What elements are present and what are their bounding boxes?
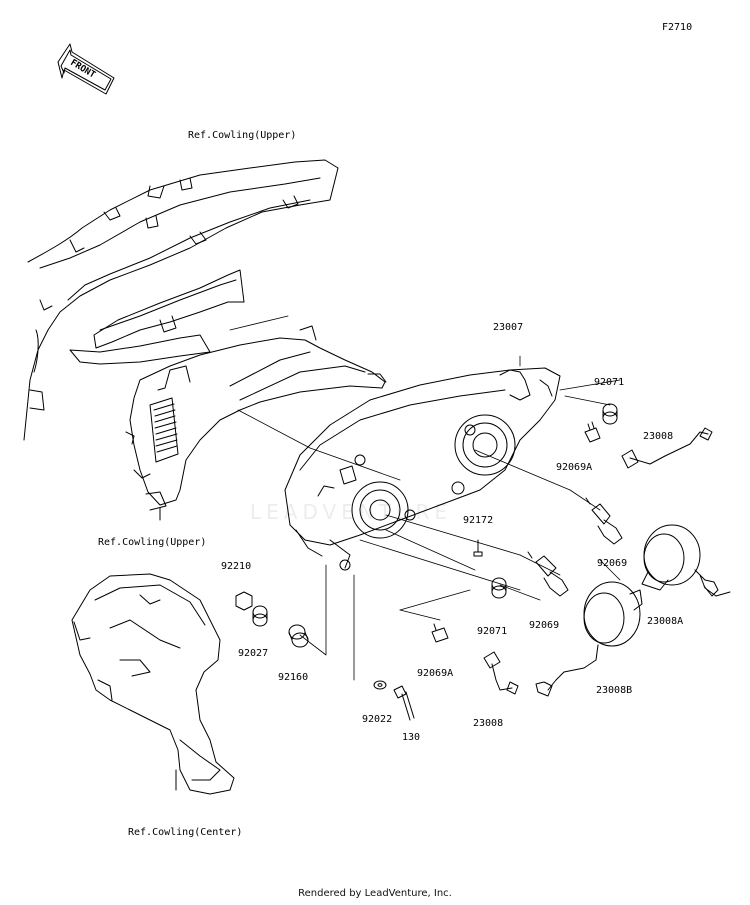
collar-92027 xyxy=(252,605,268,627)
socket-23008-top xyxy=(621,427,713,469)
label-23008A[interactable]: 23008A xyxy=(647,616,684,627)
label-92160[interactable]: 92160 xyxy=(278,672,309,683)
label-92022[interactable]: 92022 xyxy=(362,714,393,725)
leader-lines xyxy=(229,315,621,681)
label-23008B[interactable]: 23008B xyxy=(596,685,633,696)
grommet-92071-mid xyxy=(491,577,507,599)
label-23007[interactable]: 23007 xyxy=(493,322,524,333)
label-92069-right[interactable]: 92069 xyxy=(597,558,628,569)
position-bulb-bottom xyxy=(431,623,449,643)
footer-credit: Rendered by LeadVenture, Inc. xyxy=(298,888,452,899)
grommet-92071-top xyxy=(602,403,618,425)
dust-cover-23008A xyxy=(641,524,731,597)
headlight-assembly xyxy=(284,367,561,571)
label-92027[interactable]: 92027 xyxy=(238,648,269,659)
center-cowling-part xyxy=(71,573,235,795)
washer-92022 xyxy=(373,680,387,690)
grommet-92160 xyxy=(288,624,309,648)
socket-23008-bottom xyxy=(483,651,519,695)
upper-cowling-part xyxy=(23,159,339,441)
figure-code: F2710 xyxy=(662,22,693,33)
bolt-130 xyxy=(393,685,415,721)
dust-cover-23008B xyxy=(535,581,643,697)
low-beam-reflector xyxy=(454,414,516,476)
headlight-bulb-mid xyxy=(527,551,569,597)
label-92172[interactable]: 92172 xyxy=(463,515,494,526)
label-23008-bottom[interactable]: 23008 xyxy=(473,718,504,729)
label-ref-cowling-center[interactable]: Ref.Cowling(Center) xyxy=(128,827,243,838)
front-arrow-icon: FRONT xyxy=(57,43,115,95)
grommet-92210 xyxy=(235,591,253,611)
headlight-bulb-right xyxy=(585,497,623,545)
label-ref-cowling-upper-top[interactable]: Ref.Cowling(Upper) xyxy=(188,130,297,141)
label-ref-cowling-upper-left[interactable]: Ref.Cowling(Upper) xyxy=(98,537,207,548)
label-23008-top[interactable]: 23008 xyxy=(643,431,674,442)
label-92210[interactable]: 92210 xyxy=(221,561,252,572)
label-92069A-top[interactable]: 92069A xyxy=(556,462,593,473)
screw-92172 xyxy=(473,539,483,557)
inner-cowling-part xyxy=(125,325,387,521)
label-92069A-bottom[interactable]: 92069A xyxy=(417,668,454,679)
label-92071-mid[interactable]: 92071 xyxy=(477,626,508,637)
label-92071-top[interactable]: 92071 xyxy=(594,377,625,388)
watermark: LEADVENTURE xyxy=(250,500,453,524)
label-92069-mid[interactable]: 92069 xyxy=(529,620,560,631)
position-bulb-top xyxy=(584,421,601,443)
label-130[interactable]: 130 xyxy=(402,732,421,743)
